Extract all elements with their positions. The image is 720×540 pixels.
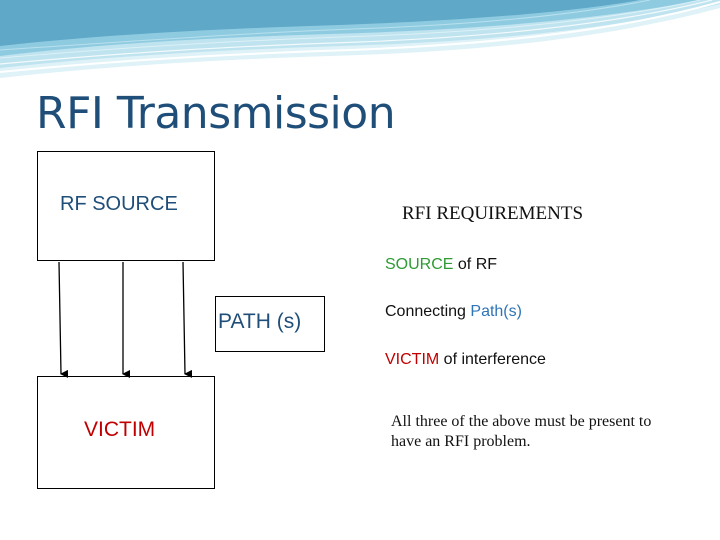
rf-source-label: RF SOURCE — [60, 193, 178, 215]
requirements-note: All three of the above must be present t… — [391, 413, 652, 450]
requirement-victim-highlight: VICTIM — [385, 351, 440, 368]
victim-label: VICTIM — [84, 418, 156, 441]
requirement-victim-rest: of interference — [439, 351, 546, 368]
victim-box — [37, 376, 215, 489]
path-label: PATH (s) — [218, 310, 302, 333]
requirement-path-prefix: Connecting — [385, 303, 471, 320]
requirements-heading: RFI REQUIREMENTS — [402, 203, 584, 224]
path-box — [215, 296, 325, 352]
arrow-left — [58, 261, 69, 378]
requirement-path-highlight: Path(s) — [470, 303, 522, 320]
header-wave-decoration — [0, 0, 720, 78]
requirement-source-highlight: SOURCE — [385, 256, 454, 273]
slide-title: RFI Transmission — [36, 88, 396, 139]
rf-source-box — [37, 151, 215, 261]
requirement-path: Connecting Path(s) — [385, 303, 522, 321]
requirement-source-rest: of RF — [453, 256, 498, 273]
requirement-victim: VICTIM of interference — [385, 351, 546, 369]
requirement-source: SOURCE of RF — [385, 256, 497, 274]
arrow-right — [182, 261, 193, 378]
